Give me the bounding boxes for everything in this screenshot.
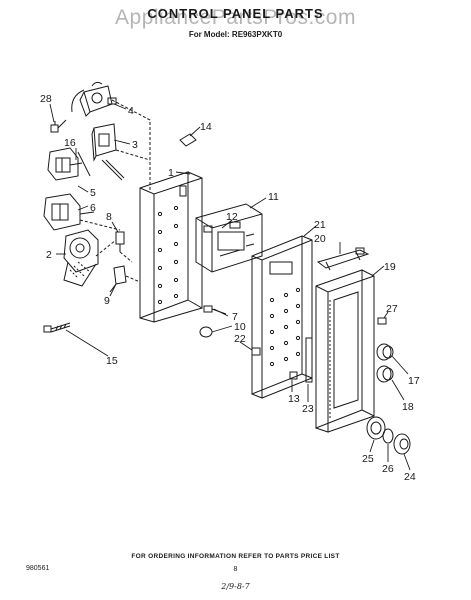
part-8-connector [115, 231, 125, 252]
callout-22: 22 [234, 333, 246, 345]
part-24-dial [393, 433, 411, 455]
callout-5: 5 [90, 187, 96, 199]
part-14-clip [179, 133, 197, 147]
callout-18: 18 [402, 401, 414, 413]
part-18-knob [376, 365, 394, 383]
callout-labels: 28 4 3 16 1 5 6 8 2 9 14 11 12 21 20 19 … [40, 93, 420, 483]
part-17-knob [376, 343, 394, 361]
page-number: 8 [233, 566, 238, 573]
leader-lines [49, 103, 411, 471]
part-22-spacer [251, 347, 261, 356]
callout-13: 13 [288, 393, 300, 405]
wiring-leaders [79, 99, 151, 283]
callout-24: 24 [404, 471, 416, 483]
part-4-timer-motor [71, 81, 117, 117]
ordering-note: FOR ORDERING INFORMATION REFER TO PARTS … [131, 553, 340, 560]
part-10-washer [199, 326, 213, 338]
callout-7: 7 [232, 311, 238, 323]
callout-4: 4 [128, 105, 134, 117]
part-26-ring [382, 428, 394, 444]
callout-3: 3 [132, 139, 138, 151]
part-1-control-panel-frame [139, 171, 203, 323]
part-3-switch [91, 123, 125, 181]
callout-10: 10 [234, 321, 246, 333]
callout-19: 19 [384, 261, 396, 273]
part-20-handle [316, 247, 370, 271]
callout-25: 25 [362, 453, 374, 465]
callout-11: 11 [268, 191, 279, 203]
part-16-relay [47, 147, 91, 181]
callout-23: 23 [302, 403, 314, 415]
part-9-clip [109, 265, 127, 293]
callout-6: 6 [90, 202, 96, 214]
callout-27: 27 [386, 303, 398, 315]
callout-9: 9 [104, 295, 110, 307]
callout-14: 14 [200, 121, 212, 133]
callout-17: 17 [408, 375, 420, 387]
callout-21: 21 [314, 219, 326, 231]
callout-2: 2 [46, 249, 52, 261]
handwritten-note: 2/9-8-7 [221, 582, 250, 591]
watermark: AppliancePartsPros.com [115, 6, 356, 29]
part-23-trim-strip [305, 337, 313, 383]
part-28-thermal-switch [50, 119, 67, 133]
part-27-screw [377, 317, 387, 325]
part-13-nut [289, 371, 298, 380]
callout-16: 16 [64, 137, 76, 149]
part-15-screw [43, 322, 71, 333]
callout-1: 1 [168, 167, 174, 179]
model-line: For Model: RE963PXKT0 [188, 30, 283, 39]
callout-15: 15 [106, 355, 118, 367]
part-19-panel-housing [315, 269, 375, 433]
part-11-control-board [195, 203, 263, 273]
part-2-fan-motor [63, 229, 99, 287]
page-title: CONTROL PANEL PARTS [147, 6, 324, 21]
part-25-gear [366, 416, 386, 440]
callout-8: 8 [106, 211, 112, 223]
document-number: 980561 [26, 565, 50, 572]
part-21-touch-panel [251, 235, 313, 399]
callout-26: 26 [382, 463, 394, 475]
callout-28: 28 [40, 93, 52, 105]
callout-20: 20 [314, 233, 326, 245]
callout-12: 12 [226, 211, 238, 223]
part-6-relay [43, 193, 95, 231]
